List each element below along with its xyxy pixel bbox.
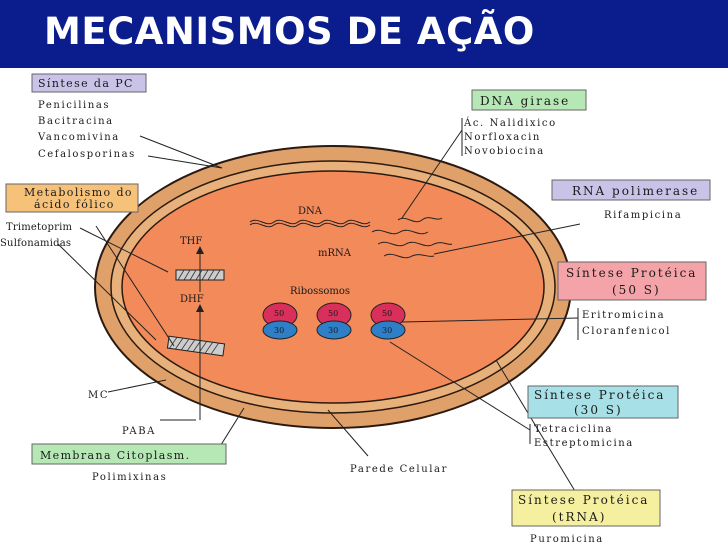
mc-label: MC [88, 390, 109, 401]
ribosomes: 50 30 50 30 50 30 [262, 302, 406, 340]
mrna-wave-4 [397, 217, 443, 223]
svg-text:Tetraciclina: Tetraciclina [534, 424, 613, 435]
bacteria-diagram: DNA mRNA THF DHF Ribossomos 50 30 50 30 50 30… [0, 73, 711, 545]
drug-polimixinas: Polimixinas [92, 472, 167, 483]
paba-label: PABA [122, 426, 156, 437]
drug-trimetoprim: Trimetoprim [6, 222, 72, 233]
svg-text:Cloranfenicol: Cloranfenicol [582, 326, 671, 337]
dhf-label: DHF [180, 294, 204, 305]
folate-block-2-hatch [169, 337, 219, 355]
box-proteica-50s-label-2: (50 S) [612, 283, 661, 297]
ribosome-30s-subunit [262, 320, 298, 340]
box-membrana-label: Membrana Citoplasm. [40, 449, 190, 462]
ribossomos-label: Ribossomos [290, 286, 350, 297]
ribosome-50s-label: 50 [382, 309, 392, 318]
svg-text:Ác. Nalidixico: Ác. Nalidixico [463, 117, 557, 129]
cytoplasm [121, 170, 545, 404]
box-proteica-trna [511, 489, 661, 527]
dna-strand [249, 219, 371, 225]
box-sintese-pc-label: Síntese da PC [38, 77, 134, 90]
svg-text:Eritromicina: Eritromicina [582, 310, 665, 321]
box-proteica-30s-label-2: (30 S) [574, 403, 623, 417]
folate-block-1-hatch [177, 269, 221, 281]
ribosome: 50 30 [262, 302, 298, 340]
box-proteica-trna-label-1: Síntese Protéica [518, 493, 649, 507]
box-rna-polimerase-label: RNA polimerase [572, 184, 699, 198]
thf-label: THF [180, 236, 202, 247]
ribosome-30s-label: 30 [382, 326, 392, 335]
svg-text:Norfloxacin: Norfloxacin [464, 132, 541, 143]
box-proteica-30s [527, 385, 679, 419]
svg-text:Bacitracina: Bacitracina [38, 116, 114, 127]
box-sintese-pc [31, 73, 147, 93]
box-metabolismo-label-2: ácido fólico [34, 198, 115, 211]
box-proteica-50s [557, 261, 707, 301]
list-proteica-50s: Eritromicina Cloranfenicol [582, 310, 671, 337]
box-proteica-30s-label-1: Síntese Protéica [534, 388, 665, 402]
mrna-wave-1 [371, 229, 429, 235]
drug-puromicina: Puromicina [530, 534, 604, 545]
folate-block-2 [166, 335, 226, 357]
page-title: MECANISMOS DE AÇÃO [44, 10, 535, 53]
box-dna-girase-label: DNA girase [480, 94, 570, 108]
drug-sulfonamidas: Sulfonamidas [0, 238, 71, 249]
box-metabolismo [5, 183, 139, 213]
box-proteica-trna-label-2: (tRNA) [552, 510, 606, 524]
ribosome-30s-subunit [316, 320, 352, 340]
ribosome-30s-subunit [370, 320, 406, 340]
parede-label: Parede Celular [350, 464, 448, 475]
svg-text:Estreptomicina: Estreptomicina [534, 438, 634, 449]
ribosome-50s-label: 50 [274, 309, 284, 318]
box-rna-polimerase [551, 179, 711, 201]
dna-strand-2 [249, 222, 371, 228]
list-dna-girase: Ác. Nalidixico Norfloxacin Novobiocina [463, 117, 557, 157]
list-proteica-30s: Tetraciclina Estreptomicina [534, 424, 634, 449]
ribosome-50s-label: 50 [328, 309, 338, 318]
ribosome-30s-label: 30 [328, 326, 338, 335]
paba-dhf-arrowhead [196, 304, 204, 312]
mrna-wave-2 [377, 241, 453, 247]
svg-text:Cefalosporinas: Cefalosporinas [38, 149, 136, 160]
svg-text:Novobiocina: Novobiocina [464, 146, 545, 157]
svg-text:Vancomivina: Vancomivina [37, 132, 120, 143]
ribosome: 50 30 [370, 302, 406, 340]
list-pc: Penicilinas Bacitracina Vancomivina Cefa… [37, 100, 136, 160]
drug-rifampicina: Rifampicina [604, 210, 682, 221]
box-membrana [31, 443, 227, 465]
title-bar: MECANISMOS DE AÇÃO [0, 0, 728, 68]
box-proteica-50s-label-1: Síntese Protéica [566, 266, 697, 280]
box-metabolismo-label-1: Metabolismo do [24, 186, 133, 199]
dna-label: DNA [298, 206, 323, 217]
box-dna-girase [471, 89, 587, 111]
mrna-wave-3 [383, 253, 435, 259]
mrna-label: mRNA [318, 248, 352, 259]
ribosome: 50 30 [316, 302, 352, 340]
svg-text:Penicilinas: Penicilinas [38, 100, 110, 111]
dhf-thf-arrowhead [196, 246, 204, 254]
ribosome-30s-label: 30 [274, 326, 284, 335]
